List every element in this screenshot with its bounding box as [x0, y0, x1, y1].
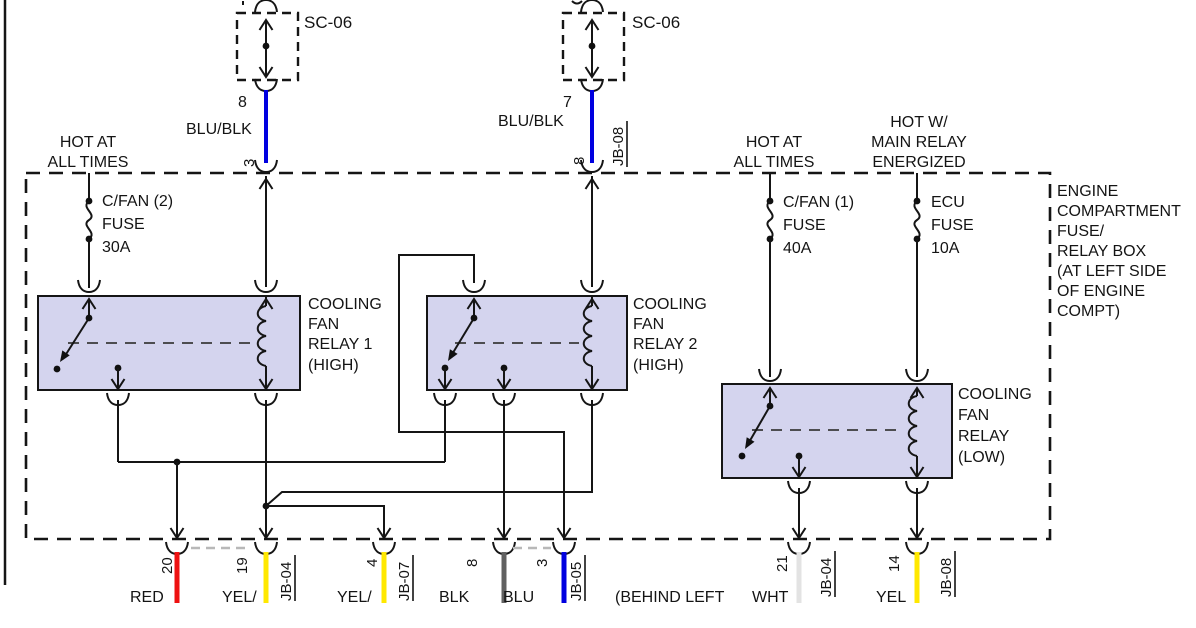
relay1-label-1: COOLING [308, 296, 382, 313]
sc06-left-pin: 8 [238, 94, 247, 111]
box-label-2: COMPARTMENT [1057, 203, 1181, 220]
relay1-switch-arm-arrow [60, 350, 70, 362]
relay1-label-3: RELAY 1 [308, 336, 372, 353]
exit-pin-8: 8 [464, 559, 481, 567]
relay-low-switch-arm-arrow [745, 437, 755, 449]
fuse-cfan1-line2: FUSE [783, 217, 826, 234]
entry-pin-8: 8 [571, 157, 588, 165]
entry-pin-3: 3 [241, 159, 258, 167]
hot-at-mid-2: ALL TIMES [734, 154, 815, 171]
color-label-yel4: YEL/ [337, 589, 372, 606]
jb-04-label-19: JB-04 [278, 562, 295, 601]
exit-pin-19: 19 [234, 557, 251, 574]
engine-compartment-fuse-relay-box [24, 171, 1052, 541]
exit-pin-21: 21 [774, 555, 791, 572]
relay1-label-2: FAN [308, 316, 339, 333]
jb-08-label-14: JB-08 [938, 558, 955, 597]
box-label-3: FUSE/ [1057, 223, 1105, 240]
box-label-1: ENGINE [1057, 183, 1118, 200]
jb-08-top-label: JB-08 [610, 127, 627, 166]
fuse-cfan2-line3: 30A [102, 239, 131, 256]
color-label-yel19: YEL/ [222, 589, 257, 606]
wire-color-label-left: BLU/BLK [186, 121, 252, 138]
relay-low-label-2: FAN [958, 407, 989, 424]
hot-at-left-1: HOT AT [60, 134, 117, 151]
fuse-ecu-line1: ECU [931, 194, 965, 211]
fuse-symbol-ecu [912, 196, 922, 244]
jb-07-label-4: JB-07 [396, 562, 413, 601]
exit-pin-4: 4 [364, 559, 381, 567]
hot-at-left-2: ALL TIMES [48, 154, 129, 171]
jb-04-label-21: JB-04 [818, 558, 835, 597]
hot-at-mid-1: HOT AT [746, 134, 803, 151]
labels: SC-06 SC-06 8 7 BLU/BLK BLU/BLK 3 8 JB-0… [48, 13, 1182, 606]
sc06-left-label: SC-06 [304, 13, 352, 32]
relay2-label-4: (HIGH) [633, 357, 684, 374]
connector-symbols [78, 160, 928, 554]
splice-sc06-right [561, 0, 626, 92]
color-label-yel14: YEL [876, 589, 906, 606]
exit-pin-3: 3 [534, 559, 551, 567]
hot-main-relay-3: ENERGIZED [872, 154, 965, 171]
relay-low-label-1: COOLING [958, 386, 1032, 403]
exit-pin-14: 14 [886, 555, 903, 572]
fuse-cfan2-line1: C/FAN (2) [102, 193, 173, 210]
fuse-ecu-line3: 10A [931, 240, 960, 257]
box-label-4: RELAY BOX [1057, 243, 1147, 260]
sc06-right-pin: 7 [563, 94, 572, 111]
color-label-blu: BLU [503, 589, 534, 606]
hot-main-relay-1: HOT W/ [890, 114, 948, 131]
fuse-cfan2-line2: FUSE [102, 216, 145, 233]
relay2-label-2: FAN [633, 316, 664, 333]
exit-pin-20: 20 [159, 557, 176, 574]
jb-05-label-3: JB-05 [568, 562, 585, 601]
wire-color-label-right: BLU/BLK [498, 113, 564, 130]
relay2-switch-arm-arrow [448, 349, 458, 361]
relay1-label-4: (HIGH) [308, 357, 359, 374]
splice-symbol [260, 20, 273, 77]
colored-wires [174, 90, 920, 603]
sc06-right-label: SC-06 [632, 13, 680, 32]
hot-main-relay-2: MAIN RELAY [871, 134, 967, 151]
splice-sc06-left [235, 0, 300, 92]
color-label-blk: BLK [439, 589, 470, 606]
color-label-wht: WHT [752, 589, 789, 606]
relay2-label-3: RELAY 2 [633, 336, 697, 353]
fuse-cfan1-line1: C/FAN (1) [783, 194, 854, 211]
splice-symbol [586, 20, 599, 77]
box-label-7: COMPT) [1057, 303, 1120, 320]
relay-low-label-4: (LOW) [958, 449, 1005, 466]
box-label-6: OF ENGINE [1057, 283, 1145, 300]
fuse-ecu-line2: FUSE [931, 217, 974, 234]
relay2-label-1: COOLING [633, 296, 707, 313]
behind-left-note: (BEHIND LEFT [615, 589, 725, 606]
cooling-fan-relay-low-box [721, 383, 953, 479]
fuse-symbol-cfan1 [765, 196, 775, 244]
circuit-wires [53, 173, 922, 538]
color-label-red: RED [130, 589, 164, 606]
fuse-cfan1-line3: 40A [783, 240, 812, 257]
fuse-symbol-cfan2 [84, 196, 94, 244]
box-label-5: (AT LEFT SIDE [1057, 263, 1166, 280]
relay-low-label-3: RELAY [958, 428, 1010, 445]
